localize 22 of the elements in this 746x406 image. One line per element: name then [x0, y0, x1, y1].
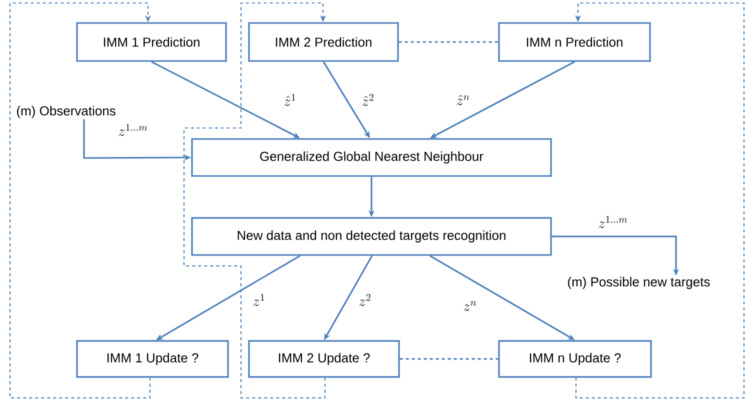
process-box: IMM 1 Update ?: [76, 340, 229, 378]
process-box: IMM n Prediction: [498, 22, 651, 62]
edge-label: $\hat{z}^{n}$: [456, 95, 470, 106]
edge-label: $\hat{z}^{1}$: [284, 94, 296, 106]
process-box: IMM n Update ?: [498, 340, 652, 378]
dashed-line: [400, 358, 498, 360]
edge-label: $z^{n}$: [464, 301, 476, 311]
process-box: New data and non detected targets recognition: [191, 217, 552, 256]
edge-label: $z^{1\ldots m}$: [598, 216, 628, 228]
process-box: IMM 1 Prediction: [76, 22, 227, 62]
feedback-arrow: [9, 2, 152, 399]
edge-label: $z^{2}$: [359, 294, 370, 306]
text-label: (m) Observations: [17, 106, 116, 118]
process-box: IMM 2 Update ?: [248, 340, 400, 378]
text-label: (m) Possible new targets: [568, 276, 710, 290]
feedback-arrow: [183, 2, 326, 399]
edge-label: $\hat{z}^{2}$: [362, 94, 374, 106]
edge-label: $z^{1}$: [253, 294, 264, 306]
dashed-line: [398, 41, 498, 43]
process-box: IMM 2 Prediction: [248, 22, 399, 62]
process-box: Generalized Global Nearest Neighbour: [191, 138, 552, 177]
edge-label: $z^{1\ldots m}$: [118, 124, 148, 136]
